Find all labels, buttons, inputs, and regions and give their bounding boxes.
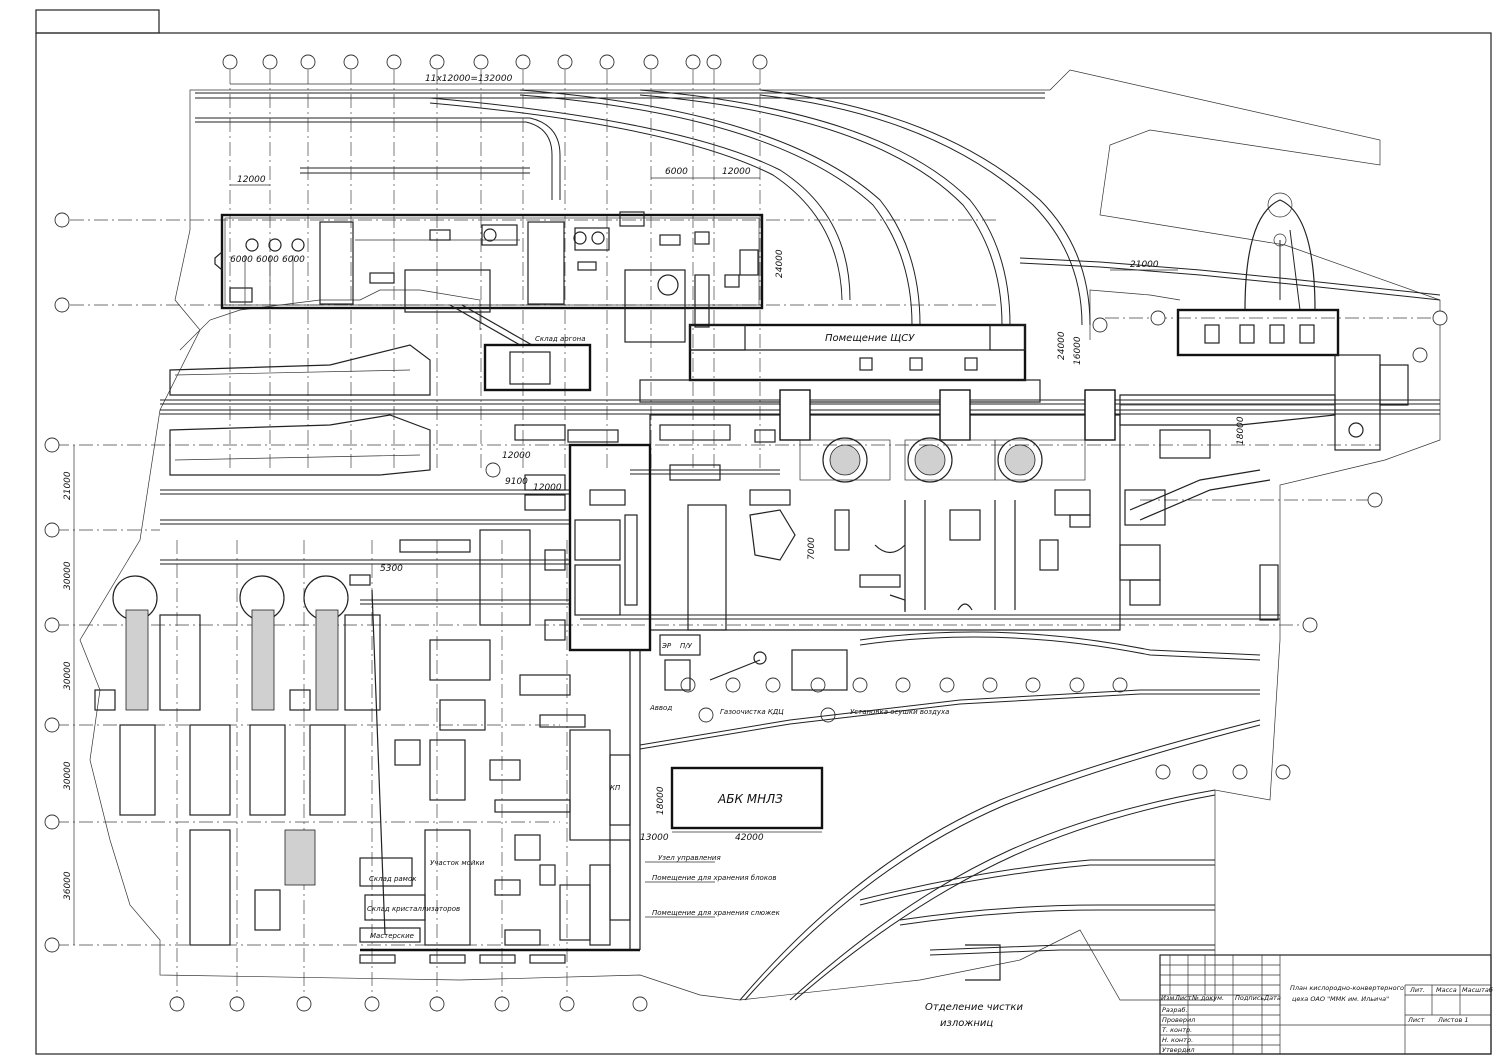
dim-18000-abk: 18000 [656,786,666,815]
dim-5300: 5300 [380,564,403,574]
slab-area [399,424,652,652]
tb-podpis: Подпись [1235,994,1264,1002]
dim-21000-right: 21000 [1130,260,1159,270]
label-er: ЭР [661,642,672,650]
dim-12000-mid: 12000 [502,451,531,461]
corner-stamp [35,9,160,34]
label-abk: АБК МНЛЗ [717,792,783,806]
dim-6000-c: 6000 [230,255,253,265]
label-sklad-kristallizatorov: Склад кристаллизаторов [367,905,460,913]
label-pomeshchenie-slyozhek: Помещение для хранения слюжек [652,909,781,917]
label-izlozhnits: изложниц [940,1018,993,1029]
dim-30000-c: 30000 [63,761,73,790]
dim-12000-mid2: 12000 [533,483,562,493]
tb-razrab: Разраб. [1162,1006,1188,1014]
dim-30000-a: 30000 [63,561,73,590]
label-uchastok-moiki: Участок мойки [430,859,485,867]
workshops [359,639,641,964]
dim-24000-a: 24000 [775,249,785,278]
tb-t-kontr: Т. контр. [1162,1026,1192,1034]
label-sklad-argona: Склад аргона [535,335,586,343]
dim-9100: 9100 [505,477,528,487]
label-pu: П/У [680,642,693,650]
label-pomeshchenie-blokov: Помещение для хранения блоков [652,874,776,882]
tb-title-line2: цеха ОАО "ММК им. Ильича" [1292,995,1389,1003]
tb-list: Лист [1407,1016,1425,1024]
label-sklad-ramok: Склад рамок [369,875,417,883]
axis-bottom [169,540,648,1012]
label-masterskie: Мастерские [370,932,414,940]
converter-bay [580,389,1280,631]
label-gazoochistka: Газоочистка КДЦ [720,708,784,716]
gas-cleaning-area [659,634,848,691]
tb-list-col: Лист [1174,994,1192,1002]
label-ustanovka-vozdukh: Установка осушки воздуха [850,708,949,716]
dim-36000: 36000 [63,871,73,900]
dim-24000-b: 24000 [1057,331,1067,360]
casters-left [94,574,386,946]
axis-gridlines [55,70,1440,946]
dim-42000: 42000 [735,833,764,843]
dim-span-total: 11x12000=132000 [425,74,513,84]
dim-12000-top-left: 12000 [237,175,266,185]
dim-6000-b: 6000 [256,255,279,265]
tb-title-line1: План кислородно-конвертерного [1290,984,1404,992]
dim-13000: 13000 [640,833,669,843]
abk-building [670,766,824,830]
schsu-building [639,323,1041,403]
ramp-left [169,344,431,476]
tb-proveril: Проверил [1162,1016,1195,1024]
dim-16000: 16000 [1073,336,1083,365]
sklad-argona-building [483,343,592,392]
tb-masshtab: Масштаб [1462,986,1493,994]
dim-30000-b: 30000 [63,661,73,690]
dim-7000: 7000 [807,537,817,560]
site-road-right [1089,289,1181,340]
axis-mid-row [485,310,1448,780]
tb-massa: Масса [1436,986,1457,994]
top-building [214,211,764,346]
tb-utverdil: Утвердил [1162,1046,1195,1054]
tb-n-kontr: Н. контр. [1162,1036,1193,1044]
dim-18000-right: 18000 [1236,416,1246,445]
site-road-left [179,289,481,351]
right-unit [1119,308,1409,621]
tb-n-dokum: № докум. [1191,994,1224,1002]
sheet-frame [35,32,1492,1055]
tb-listov: Листов 1 [1437,1016,1468,1024]
axis-left [44,212,70,953]
dim-12000-top: 12000 [722,167,751,177]
dim-6000-a: 6000 [282,255,305,265]
tb-data: Дата [1263,994,1281,1002]
label-kp: КП [610,784,621,792]
label-schsu: Помещение ЩСУ [825,333,915,344]
bottom-railways [639,631,1261,1001]
title-block [1159,954,1492,1055]
label-otdelenie-chistki: Отделение чистки [925,1002,1023,1013]
dim-21000-left: 21000 [63,471,73,500]
tb-lit: Лит. [1409,986,1425,994]
label-uzel-upravleniya: Узел управления [658,854,721,862]
dim-6000-top: 6000 [665,167,688,177]
label-avvod: Аввод [649,704,672,712]
axis-row-top [222,54,768,70]
top-railways [195,89,1441,326]
tb-izm: Изм [1161,994,1174,1002]
